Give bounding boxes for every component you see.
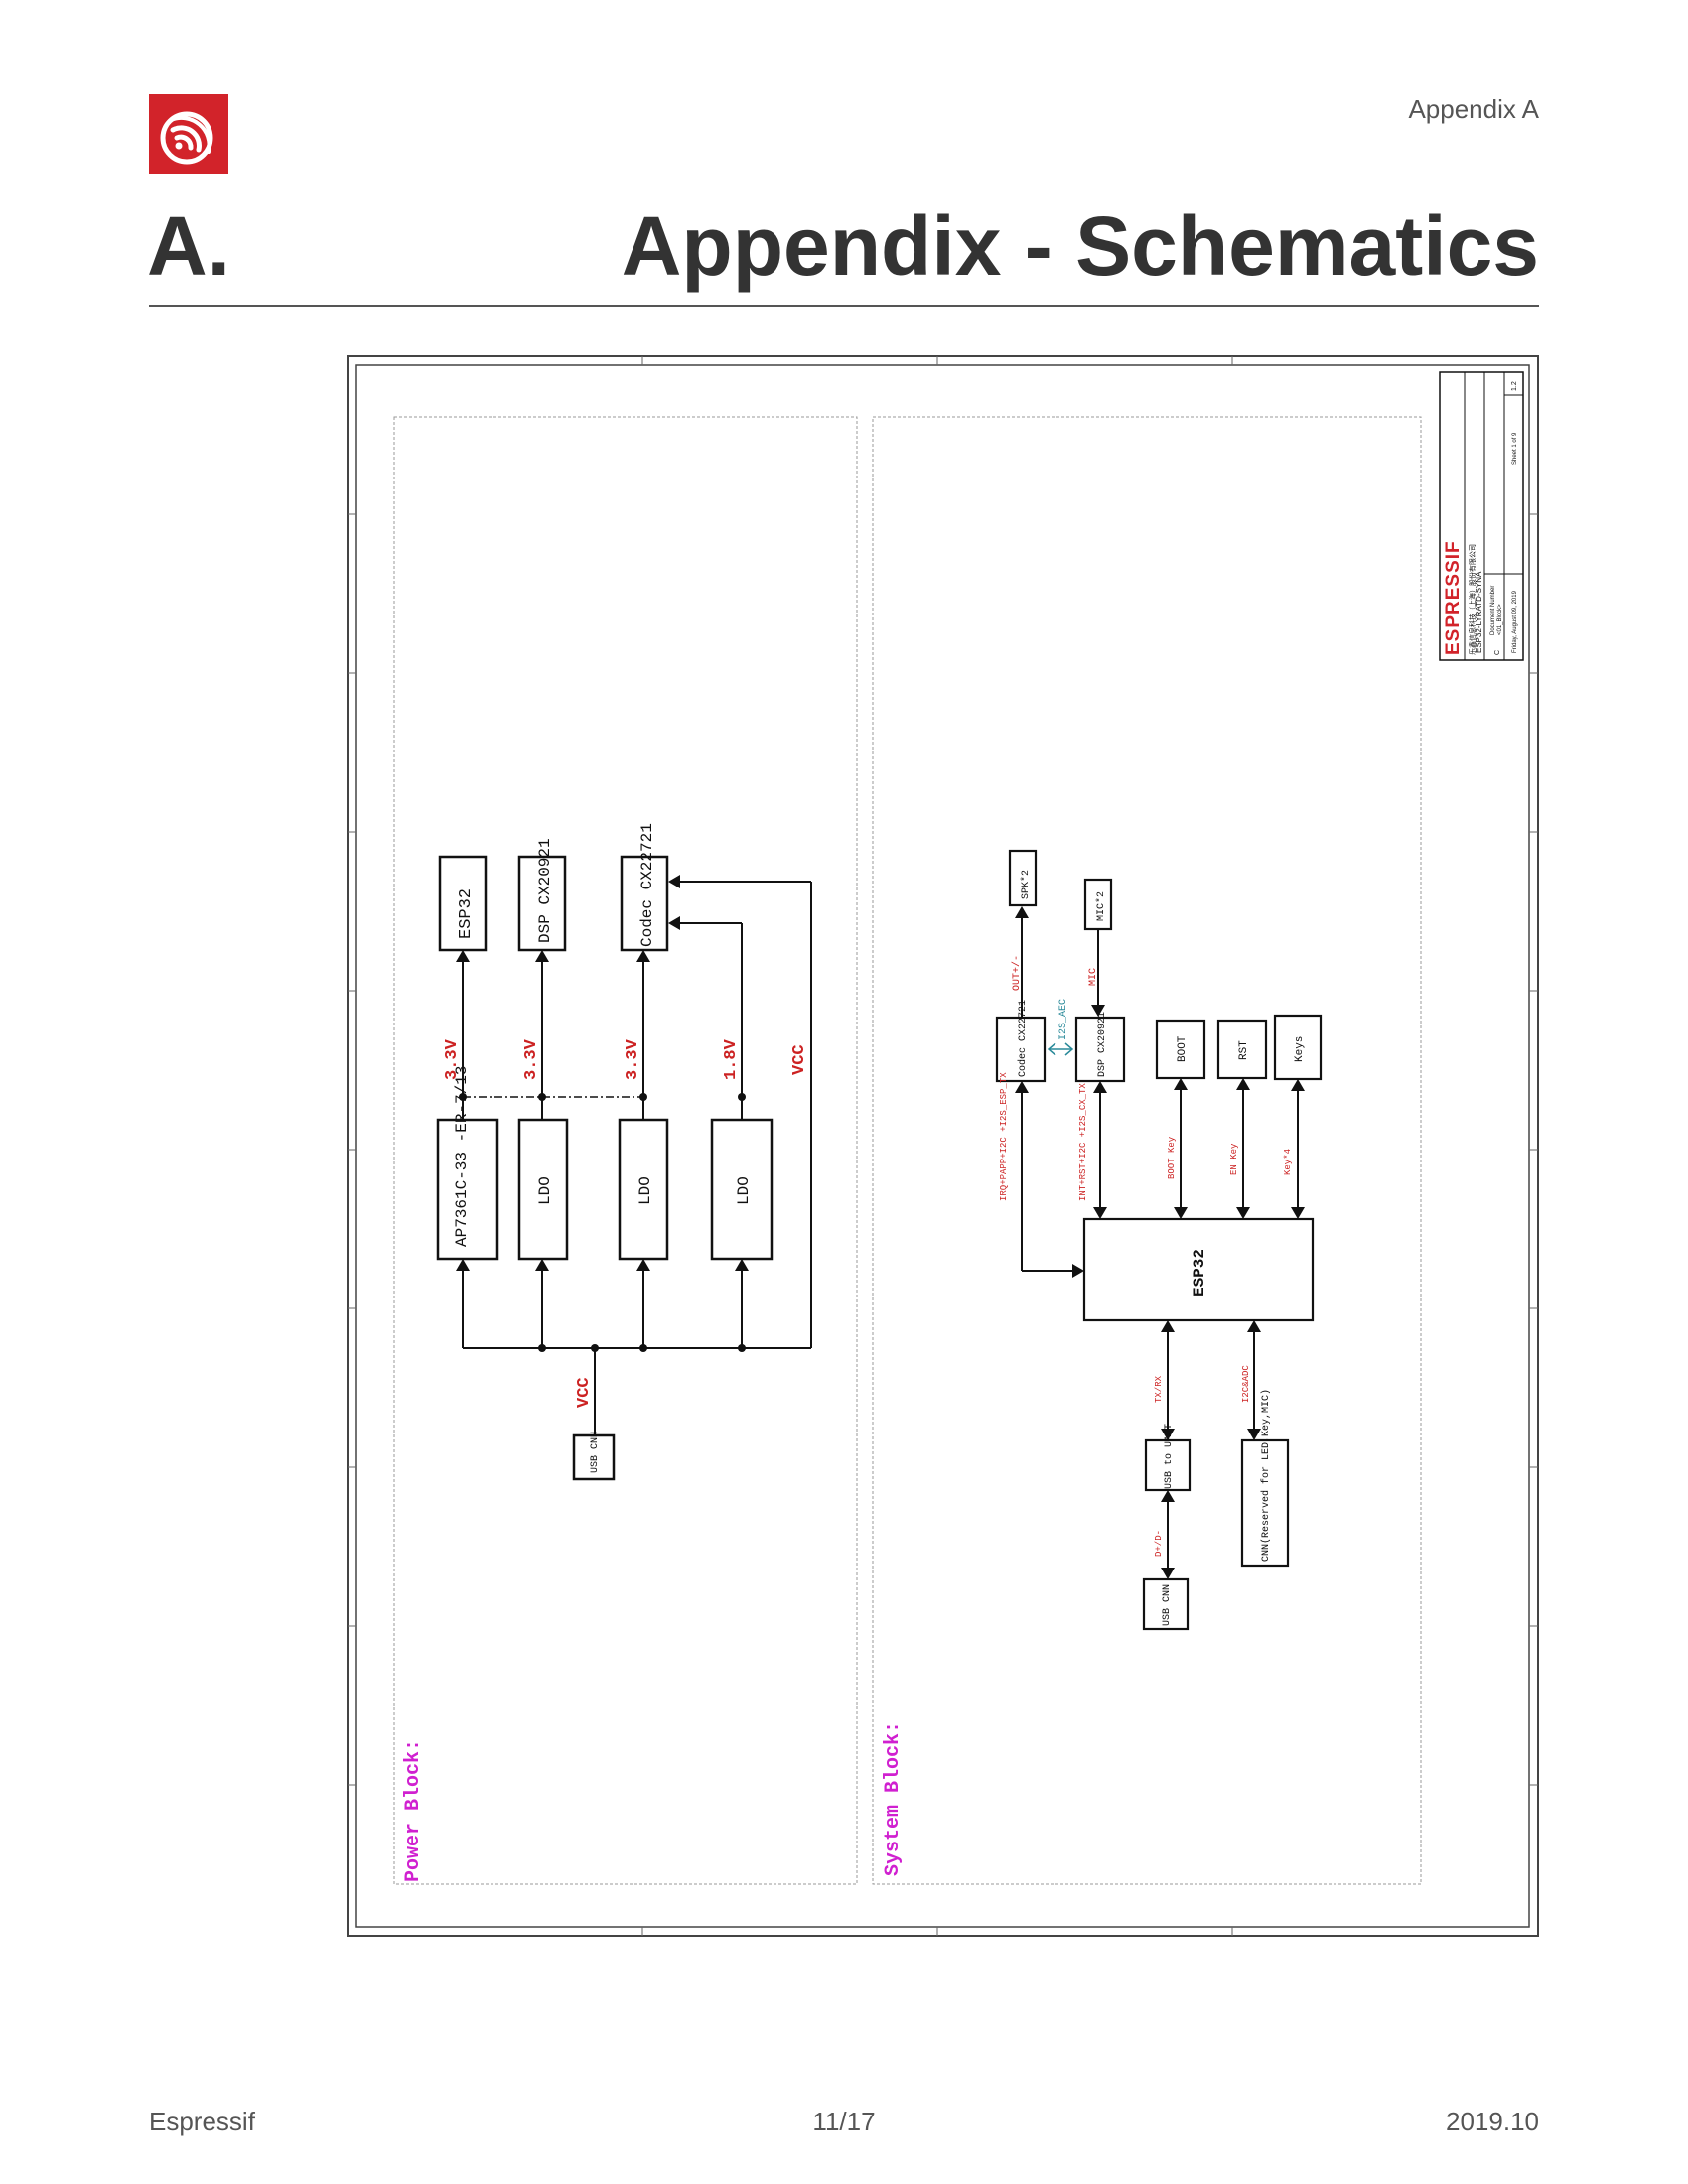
cnn-reserved-label: CNN(Reserved for LED,Key,MIC) [1260, 1389, 1272, 1562]
system-boxes [995, 849, 1323, 1631]
power-load-esp32: ESP32 [457, 888, 476, 939]
system-signal-labels: OUT+/- MIC IRQ+PAPP+I2C +I2S_ESP_TX INT+… [999, 955, 1293, 1557]
rail-label-3: 3.3V [624, 1038, 642, 1080]
footer-company: Espressif [149, 2107, 255, 2136]
title-block-date: Friday, August 09, 2019 [1512, 590, 1518, 653]
regulator-ldo-1: LDO [536, 1176, 554, 1205]
espressif-logo [149, 94, 228, 174]
rail-label-2: 3.3V [522, 1038, 541, 1080]
keys-label: Keys [1294, 1036, 1306, 1062]
mcu-label: ESP32 [1191, 1249, 1208, 1297]
i2s-aec-link [1047, 1042, 1074, 1056]
regulator-ap7361c: AP7361C-33 -ER-7/13 [453, 1066, 471, 1247]
footer-page-number: 11/17 [812, 2107, 876, 2136]
out-label: OUT+/- [1011, 955, 1023, 991]
title-block-rev: 1.2 [1511, 381, 1518, 391]
input-label-vcc: VCC [575, 1377, 594, 1408]
power-load-codec: Codec CX22721 [638, 823, 656, 947]
frame-inner [355, 364, 1530, 1928]
i2s-aec-label: I2S_AEC [1058, 999, 1069, 1040]
mic-signal-label: MIC [1088, 968, 1099, 986]
title-block-size: C [1494, 650, 1501, 655]
usb-cnn-label: USB CNN [1162, 1584, 1173, 1626]
en-key-label: EN Key [1229, 1143, 1239, 1175]
title-block-project: ESP32-LYRATD-SYNA [1475, 571, 1483, 653]
codec-bus-label: IRQ+PAPP+I2C +I2S_ESP_TX [999, 1072, 1009, 1201]
usb-uart-label: USB to UART [1164, 1424, 1175, 1489]
power-usb-label: USB CNN [590, 1432, 601, 1473]
system-block-frame [872, 416, 1422, 1885]
page-title: Appendix - Schematics [621, 200, 1539, 293]
i2c-adc-label: I2C&ADC [1241, 1365, 1251, 1403]
schematic-drawing: Power Block: ESP32 DSP CX20921 Codec CX2… [347, 355, 1539, 1937]
zone-ticks [348, 356, 1538, 1936]
espressif-logo-icon [160, 111, 213, 165]
power-load-dsp: DSP CX20921 [536, 838, 554, 943]
title-block-block: <01_Block> [1497, 604, 1503, 635]
dsp-label: DSP CX20921 [1097, 1012, 1108, 1077]
system-arrowheads [1015, 906, 1305, 1579]
section-letter: A. [147, 200, 230, 293]
mic-label: MIC*2 [1095, 891, 1107, 921]
boot-key-label: BOOT Key [1167, 1136, 1177, 1179]
header-label: Appendix A [1408, 94, 1539, 124]
regulator-ldo-3: LDO [735, 1176, 753, 1205]
power-arrowheads [456, 875, 749, 1271]
title-rule [149, 305, 1539, 307]
title-block-company: 乐鑫信息科技（上海）股份有限公司 [1468, 544, 1477, 655]
regulator-ldo-2: LDO [636, 1176, 654, 1205]
title-block-doc: Document Number [1490, 586, 1496, 635]
frame-outer [347, 355, 1539, 1937]
title-block-brand: ESPRESSIF [1443, 540, 1464, 655]
boot-label: BOOT [1177, 1035, 1189, 1062]
rail-label-1: 3.3V [443, 1038, 462, 1080]
system-wires [1021, 913, 1299, 1572]
system-box-labels: SPK*2 MIC*2 Codec CX22721 DSP CX20921 BO… [1017, 870, 1306, 1626]
power-block-heading: Power Block: [402, 1739, 425, 1882]
power-block-frame [393, 416, 858, 1885]
dpdm-label: D+/D- [1154, 1530, 1164, 1557]
system-block-heading: System Block: [882, 1721, 905, 1876]
power-wires [462, 881, 812, 1435]
spk-label: SPK*2 [1020, 870, 1032, 899]
title-block-sheet: Sheet 1 of 9 [1512, 432, 1518, 465]
key4-label: Key*4 [1283, 1149, 1293, 1175]
title-block: ESPRESSIF 乐鑫信息科技（上海）股份有限公司 ESP32-LYRATD-… [1439, 371, 1524, 661]
regulator-boxes [436, 1118, 774, 1261]
rail-label-vcc: VCC [790, 1044, 809, 1075]
rst-label: RST [1238, 1040, 1250, 1060]
power-usb-box [572, 1433, 616, 1481]
power-junctions [459, 1093, 746, 1352]
txrx-label: TX/RX [1154, 1375, 1164, 1403]
dsp-bus-label: INT+RST+I2C +I2S_CX_TX [1078, 1083, 1088, 1201]
rail-label-4: 1.8V [722, 1038, 741, 1080]
footer-date: 2019.10 [1446, 2107, 1539, 2136]
codec-label: Codec CX22721 [1017, 1000, 1029, 1077]
